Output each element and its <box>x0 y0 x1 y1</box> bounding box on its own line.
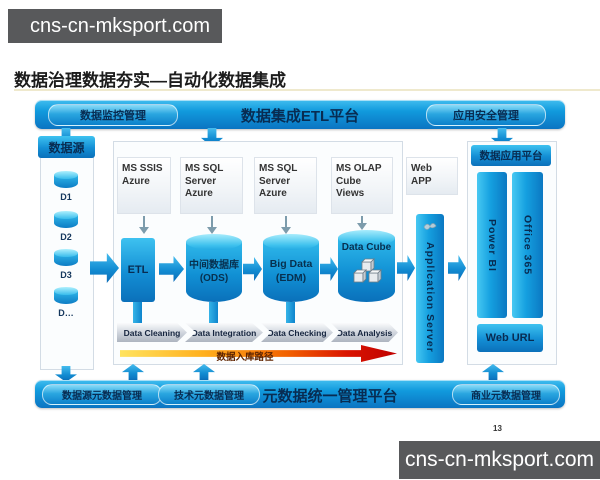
chevron-data-cleaning: Data Cleaning <box>117 323 187 342</box>
tech-metadata-pill: 技术元数据管理 <box>158 384 260 405</box>
office-365-label: Office 365 <box>521 214 534 276</box>
ods-cylinder: 中间数据库 (ODS) <box>186 234 242 302</box>
edm-cylinder: Big Data (EDM) <box>263 234 319 302</box>
title-prefix: 数据治理数据夯实 <box>14 71 150 90</box>
source-metadata-pill: 数据源元数据管理 <box>42 384 162 405</box>
power-bi-bar: Power BI <box>477 172 507 318</box>
thin-arrow-down-icon <box>139 216 149 234</box>
edm-label: Big Data (EDM) <box>269 258 313 284</box>
chevron-data-checking: Data Checking <box>261 323 333 342</box>
app-platform-header: 数据应用平台 <box>471 145 551 166</box>
business-metadata-pill: 商业元数据管理 <box>452 384 560 405</box>
application-server-label: Application Server <box>424 242 436 353</box>
arrow-up-icon <box>193 364 215 381</box>
ods-label: 中间数据库 (ODS) <box>189 260 239 284</box>
cubes-icon <box>352 258 382 283</box>
data-source-item: D1 <box>54 171 78 202</box>
arrow-up-icon <box>482 364 504 381</box>
database-icon <box>54 171 78 188</box>
source-box-ssis: MS SSIS Azure <box>117 157 171 214</box>
chevron-data-analysis: Data Analysis <box>331 323 398 342</box>
arrow-up-icon <box>122 364 144 381</box>
thin-arrow-down-icon <box>207 216 217 234</box>
database-icon <box>54 287 78 304</box>
thin-arrow-down-icon <box>357 216 367 230</box>
data-cube-label-wrap: Data Cube <box>338 238 395 305</box>
page-title: 数据治理数据夯实—自动化数据集成 <box>14 66 286 91</box>
source-box-olap: MS OLAP Cube Views <box>331 157 393 214</box>
source-box-sql2: MS SQL Server Azure <box>254 157 317 214</box>
flow-arrow-label: 数据入库路径 <box>216 352 274 363</box>
chevron-data-integration: Data Integration <box>185 323 263 342</box>
data-source-header: 数据源 <box>38 136 95 158</box>
database-icon <box>54 211 78 228</box>
database-label: D… <box>58 308 74 318</box>
database-label: D1 <box>60 192 72 202</box>
connector-stem <box>286 302 295 324</box>
connector-stem <box>209 302 218 324</box>
data-source-item: D2 <box>54 211 78 242</box>
office-365-bar: Office 365 <box>512 172 543 318</box>
title-underline <box>14 89 600 91</box>
bottom-banner-title: 元数据统一管理平台 <box>262 388 398 405</box>
database-label: D2 <box>60 232 72 242</box>
top-banner-title: 数据集成ETL平台 <box>240 108 360 125</box>
server-logo-icon <box>423 223 437 230</box>
etl-box: ETL <box>121 238 155 302</box>
database-label: D3 <box>60 270 72 280</box>
web-app-box: Web APP <box>406 157 458 195</box>
data-source-item: D… <box>54 287 78 318</box>
application-server-bar: Application Server <box>416 214 444 363</box>
power-bi-label: Power BI <box>486 218 498 272</box>
watermark-bottom: cns-cn-mksport.com <box>399 441 600 479</box>
watermark-top: cns-cn-mksport.com <box>8 9 222 43</box>
thin-arrow-down-icon <box>281 216 291 234</box>
data-source-item: D3 <box>54 249 78 280</box>
page-number: 13 <box>493 424 502 433</box>
source-box-sql1: MS SQL Server Azure <box>180 157 243 214</box>
web-url-bar: Web URL <box>477 324 543 352</box>
data-cube-label: Data Cube <box>341 242 392 253</box>
connector-stem <box>133 302 142 324</box>
title-suffix: —自动化数据集成 <box>150 71 286 90</box>
monitor-mgmt-pill: 数据监控管理 <box>48 104 178 126</box>
data-cube-cylinder: Data Cube <box>338 230 395 305</box>
arrow-right-icon <box>448 255 466 281</box>
app-security-pill: 应用安全管理 <box>426 104 546 126</box>
database-icon <box>54 249 78 266</box>
